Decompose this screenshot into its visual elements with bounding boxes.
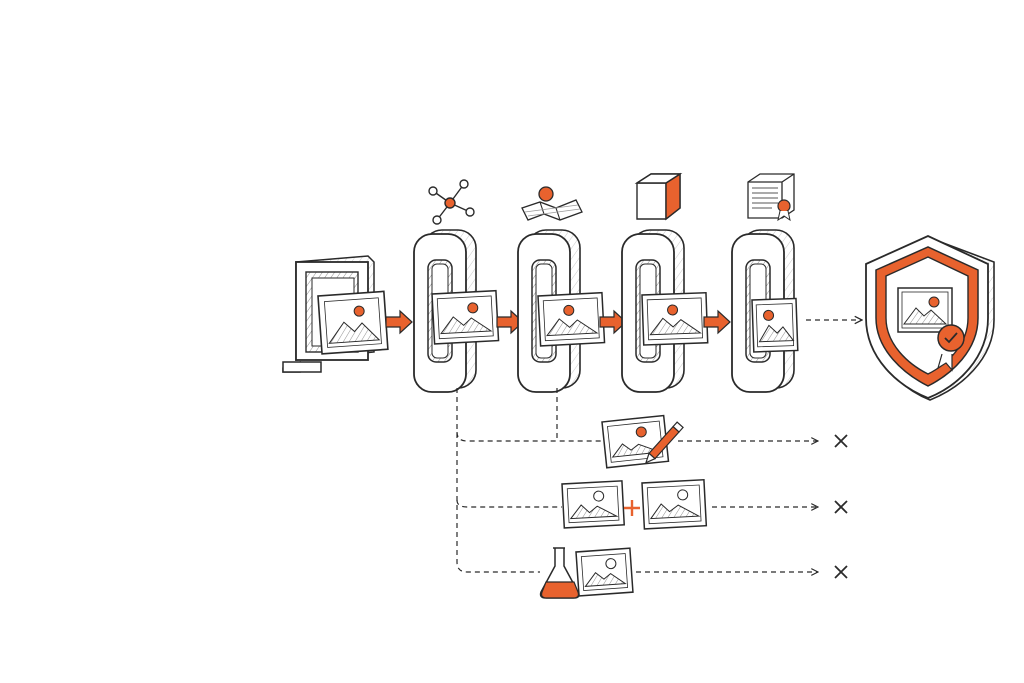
- flow-arrow-1: [385, 310, 413, 334]
- source-image-card: [317, 290, 389, 355]
- x-mark-icon: [834, 434, 848, 448]
- stage-4-certificate-icon: [747, 173, 795, 222]
- image-combine-plus-icon: [561, 478, 708, 530]
- edited-image-pencil-icon: [601, 414, 684, 469]
- stage-1-network-icon: [428, 179, 475, 225]
- branch-connectors: [456, 388, 604, 573]
- stage-2-image-card: [537, 291, 606, 347]
- stage-3-cube-icon: [634, 172, 683, 221]
- lab-flask-image-icon: [539, 547, 634, 599]
- x-mark-icon: [834, 565, 848, 579]
- stage-2-map-pin-icon: [521, 186, 583, 221]
- x-mark-icon: [834, 500, 848, 514]
- stage-4-image-card: [751, 297, 799, 353]
- stage-3-image-card: [641, 292, 709, 346]
- stage-1-image-card: [431, 289, 500, 345]
- shield-verified-image-icon: [865, 235, 995, 401]
